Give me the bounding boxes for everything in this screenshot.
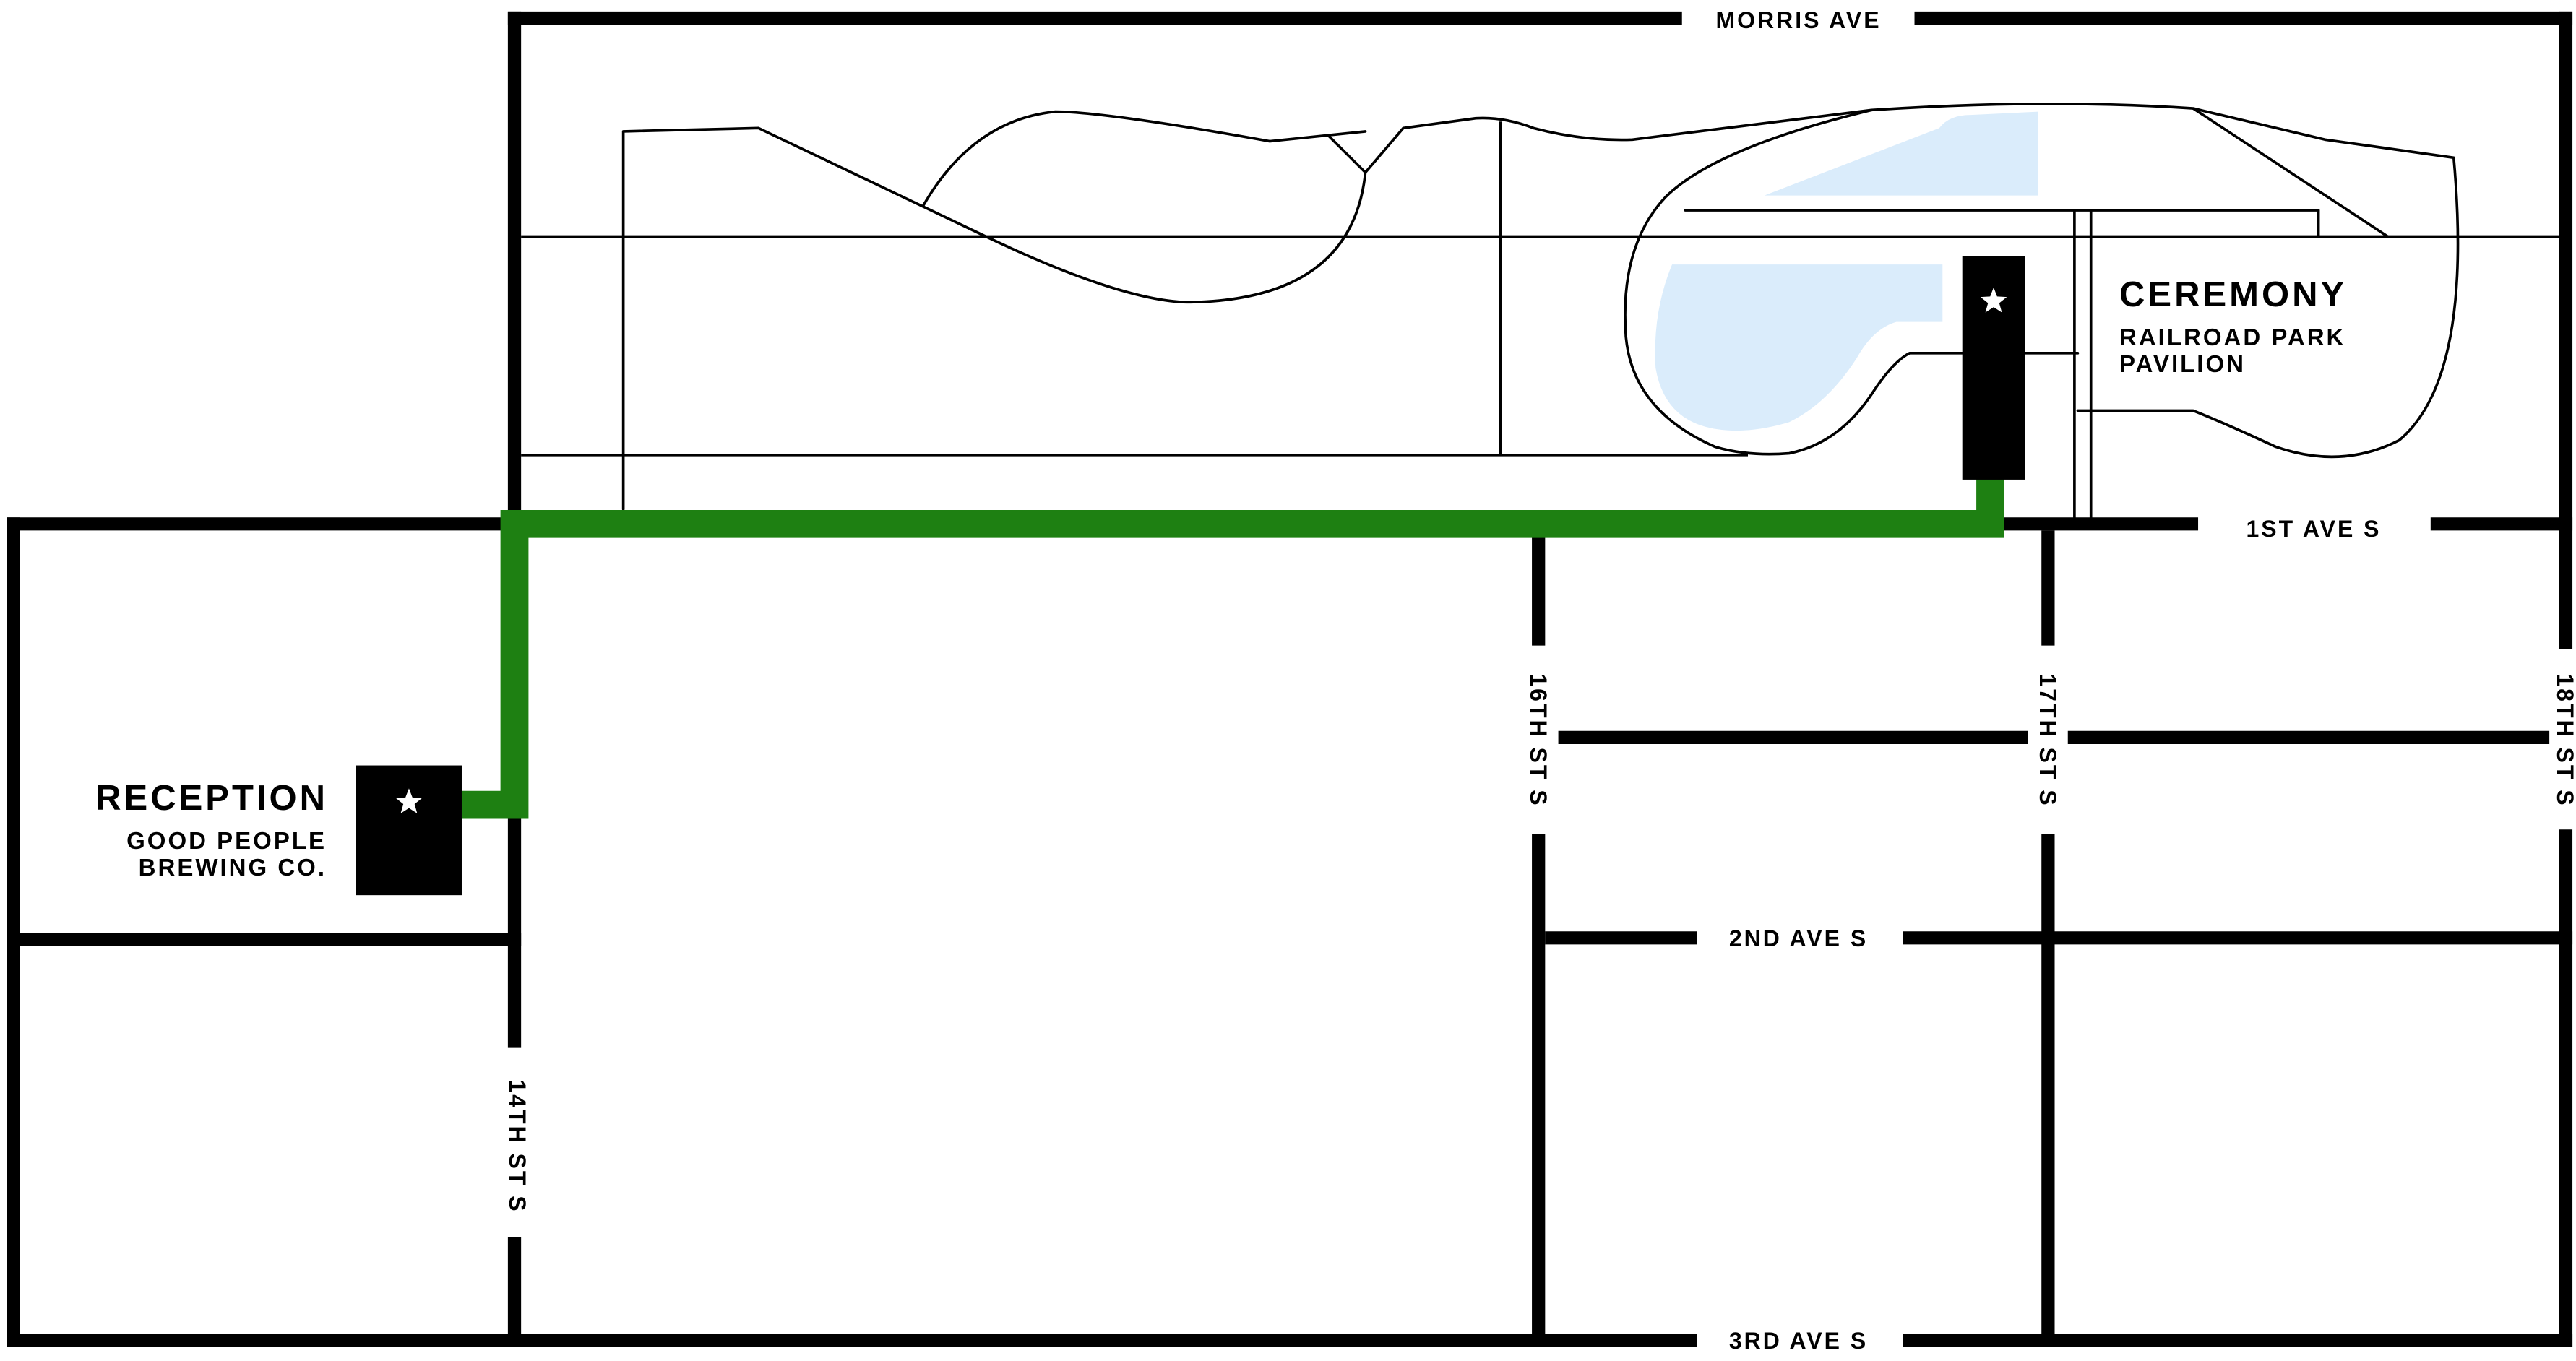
star-icon — [1980, 287, 2007, 313]
reception-marker — [356, 765, 462, 896]
railroad-park — [521, 102, 2566, 519]
park-pond-upper — [1764, 111, 2038, 196]
ceremony-marker — [1962, 256, 2025, 480]
label-morris-ave: MORRIS AVE — [1715, 7, 1881, 33]
label-14th-st-s: 14TH ST S — [504, 1079, 530, 1213]
route-path — [461, 476, 2004, 819]
park-walkway-top — [1684, 209, 2320, 238]
park-pond-lower — [1655, 264, 1943, 431]
label-17th-st-s: 17TH ST S — [2035, 673, 2061, 807]
ceremony-title: CEREMONY — [2119, 275, 2347, 314]
reception-label: RECEPTION GOOD PEOPLE BREWING CO. — [95, 779, 328, 881]
reception-line1: GOOD PEOPLE — [126, 827, 327, 854]
ceremony-line2: PAVILION — [2119, 350, 2246, 377]
ceremony-line1: RAILROAD PARK — [2119, 324, 2345, 350]
park-paths — [521, 102, 2566, 519]
star-icon — [395, 788, 423, 813]
reception-building — [356, 765, 462, 896]
streets — [7, 11, 2573, 1347]
label-2nd-ave-s: 2ND AVE S — [1729, 925, 1868, 951]
park-diagonal-path — [2192, 107, 2389, 238]
park-y-fork — [1327, 134, 1367, 174]
label-1st-ave-s: 1ST AVE S — [2246, 516, 2381, 542]
ceremony-label: CEREMONY RAILROAD PARK PAVILION — [2119, 275, 2347, 377]
reception-line2: BREWING CO. — [139, 854, 327, 881]
label-16th-st-s: 16TH ST S — [1525, 673, 1551, 807]
route — [461, 476, 2004, 819]
park-oval-path — [1624, 108, 2080, 456]
reception-title: RECEPTION — [95, 779, 328, 818]
park-top-outline — [621, 102, 2460, 511]
park-loop-path — [922, 110, 1367, 207]
label-3rd-ave-s: 3RD AVE S — [1729, 1328, 1868, 1354]
label-18th-st-s: 18TH ST S — [2552, 673, 2576, 807]
